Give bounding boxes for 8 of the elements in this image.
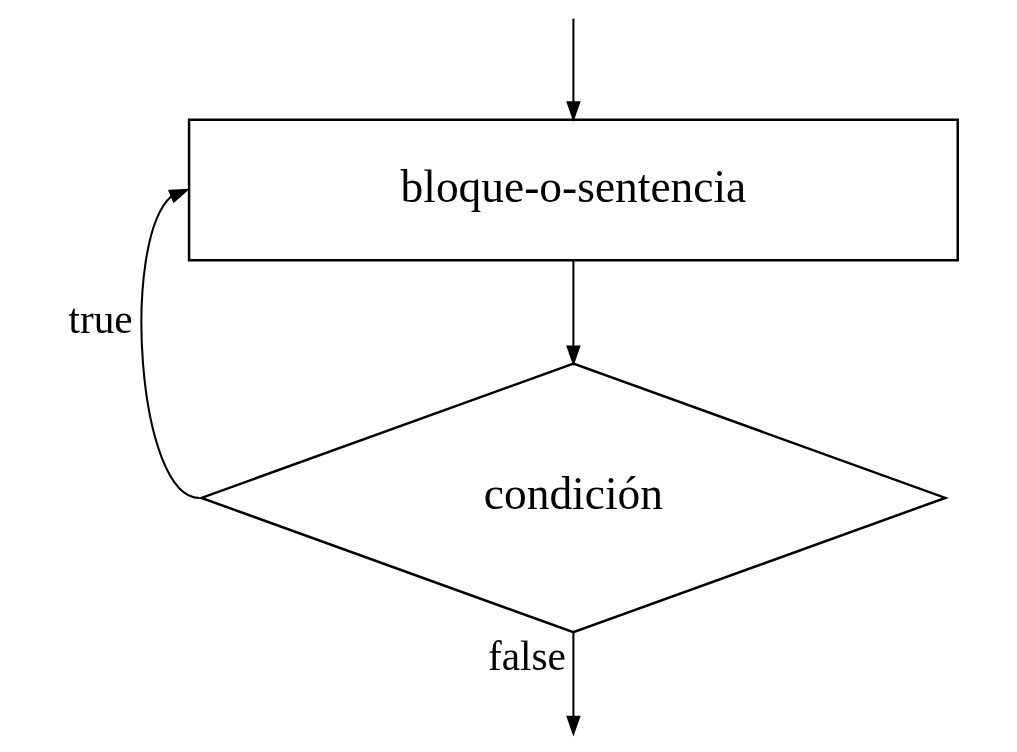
node-box: bloque-o-sentencia: [187, 118, 959, 262]
arrow: [140, 188, 200, 499]
arrow: [566, 261, 581, 367]
edge-label: false: [487, 633, 566, 680]
arrow: [566, 18, 581, 122]
edge-label: true: [68, 296, 133, 343]
arrow: [566, 632, 581, 737]
node-diamond: condición: [197, 362, 949, 634]
